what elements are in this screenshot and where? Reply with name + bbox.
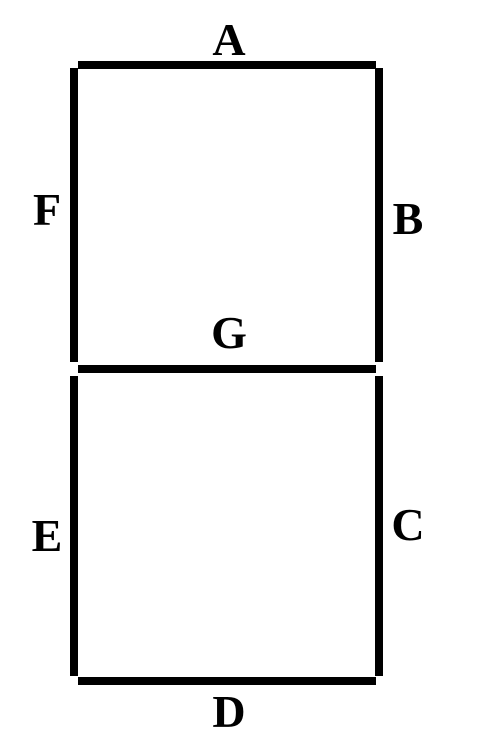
segment-c-label: C (391, 499, 424, 550)
segment-d-label: D (212, 686, 245, 737)
segment-b-label: B (393, 193, 424, 244)
segment-a-label: A (212, 14, 245, 65)
segment-f-label: F (33, 184, 61, 235)
segment-g-label: G (211, 307, 247, 358)
segment-e-label: E (32, 510, 63, 561)
